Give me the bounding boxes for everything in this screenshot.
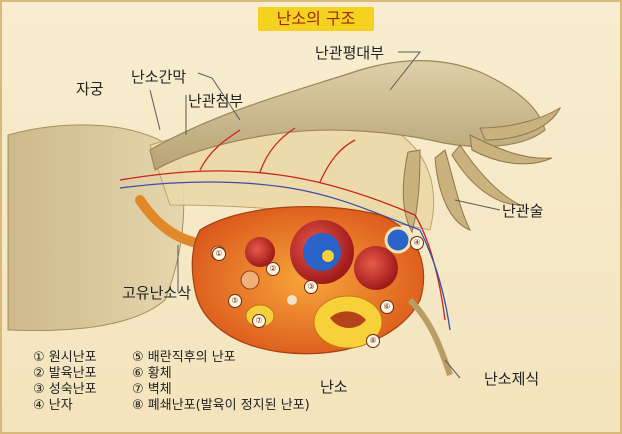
label-mesovarium: 난소간막 [131, 66, 186, 87]
marker-8: ⑧ [366, 334, 380, 348]
marker-2: ② [266, 262, 280, 276]
label-ovary: 난소 [320, 376, 348, 397]
legend-item-8: ⑧ 폐쇄난포(발육이 정지된 난포) [132, 398, 310, 414]
legend-item-6: ⑥ 황체 [132, 366, 172, 382]
label-uterus: 자궁 [76, 78, 104, 99]
marker-1: ① [212, 247, 226, 261]
label-isthmus: 난관첨부 [188, 90, 243, 111]
label-ampulla: 난관평대부 [315, 42, 384, 63]
legend-item-3: ③ 성숙난포 [33, 382, 97, 398]
label-fimbriae: 난관술 [502, 200, 543, 221]
legend-item-4: ④ 난자 [33, 398, 73, 414]
marker-5: ⑤ [228, 294, 242, 308]
marker-6: ⑥ [380, 300, 394, 314]
legend-item-1: ① 원시난포 [33, 350, 97, 366]
legend-item-7: ⑦ 벽체 [132, 382, 172, 398]
legend-item-5: ⑤ 배란직후의 난포 [132, 350, 236, 366]
legend-item-2: ② 발육난포 [33, 366, 97, 382]
diagram-title: 난소의 구조 [258, 7, 374, 31]
label-ovarian-ligament: 고유난소삭 [122, 282, 191, 303]
label-hilum: 난소제식 [484, 368, 539, 389]
marker-4: ④ [410, 236, 424, 250]
marker-7: ⑦ [252, 314, 266, 328]
marker-3: ③ [304, 280, 318, 294]
